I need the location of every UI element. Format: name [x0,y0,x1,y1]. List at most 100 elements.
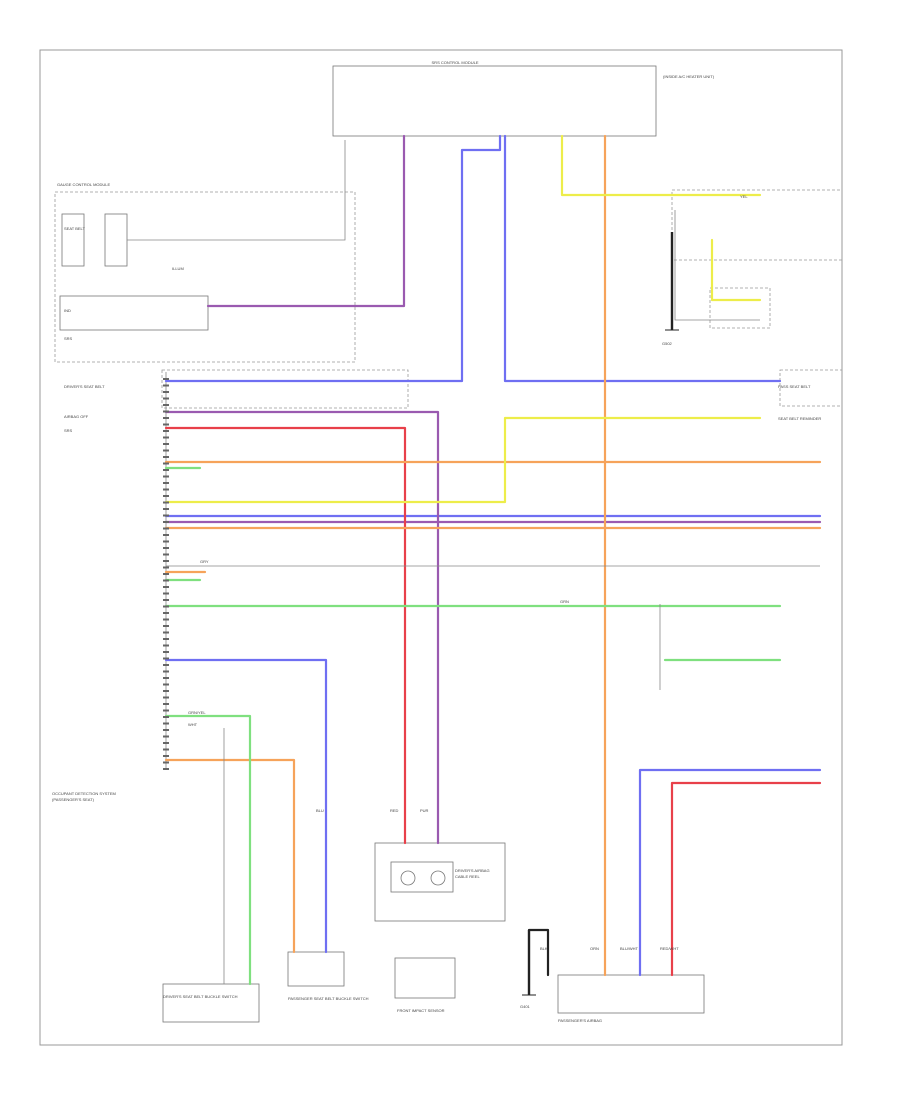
wire-gray-right [674,210,760,321]
srs-control-module-box [332,65,657,137]
connector-pin [163,482,169,484]
connector-pin [163,729,169,731]
connector-pin [163,696,169,699]
connector-pin [163,527,169,530]
label-gauge-srs: SRS [64,336,73,341]
main-module-note: (PASSENGER'S SEAT) [52,797,95,802]
connector-pin [163,443,169,445]
main-module-label: OCCUPANT DETECTION SYSTEM [52,791,116,796]
connector-pin [163,768,169,770]
wire-green-buckle [164,714,252,986]
wire-code-yel: YEL [740,194,748,199]
label-pass-seat-belt: PASS SEAT BELT [778,384,811,389]
connector-pin [163,618,169,621]
wire-blue-buckle [164,658,328,954]
connector-pin [163,664,169,666]
connector-pin [163,462,169,465]
connector-pin [163,651,169,653]
connector-pin [163,709,169,712]
connector-pin [163,430,169,432]
wire-yellow-mid [164,416,762,504]
connector-pin [163,586,169,588]
svg-text:G401: G401 [520,1004,531,1009]
wire-orange-buckle [164,758,296,954]
wire-code-blk: BLK [540,946,548,951]
passenger-buckle-box [287,951,345,987]
upper-connector-strip [161,369,409,409]
connector-pin [163,560,169,562]
connector-pin [163,488,169,491]
wire-code-grn-yel: GRN/YEL [188,710,206,715]
connector-pin [163,683,169,686]
passenger-airbag-title: PASSENGER'S AIRBAG [558,1018,602,1023]
connector-pin [163,735,169,738]
gauge-cluster-title: GAUGE CONTROL MODULE [57,182,111,187]
wire-code-orn: ORN [590,946,599,951]
connector-pin [163,521,169,523]
connector-pin [163,761,169,764]
wire-yellow-right [710,238,762,302]
label-seat-belt-reminder: SEAT BELT REMINDER [778,416,821,421]
connector-pin [163,501,169,504]
pin-marks [163,378,169,770]
front-impact-sensor-title: FRONT IMPACT SENSOR [397,1008,445,1013]
connector-pin [163,410,169,413]
connector-pin [163,547,169,549]
srs-control-module-title: SRS CONTROL MODULE [432,60,479,65]
connector-pin [163,456,169,458]
wire-code-red: RED [390,808,399,813]
wire-gray-gauge [127,140,346,241]
wire-code-blu-wht: BLU/WHT [620,946,639,951]
label-gauge-illum: ILLUM [172,266,184,271]
connector-pin [163,755,169,757]
driver-airbag-title: DRIVER'S AIRBAG [455,868,490,873]
wire-purple-airbag [164,410,440,845]
connector-pin [163,625,169,627]
srs-control-module-note: (INSIDE A/C HEATER UNIT) [663,74,715,79]
wire-code-wht: WHT [188,722,198,727]
diagram-frame [39,49,843,1046]
driver-buckle-box [162,983,260,1023]
label-srs: SRS [64,428,73,433]
driver-airbag-note: CABLE REEL [455,874,480,879]
connector-pin [163,716,169,718]
connector-pin [163,579,169,582]
connector-pin [163,378,169,380]
connector-pin [163,404,169,406]
connector-pin [163,540,169,543]
connector-pin [163,657,169,660]
connector-pin [163,742,169,744]
wire-blue-upper [164,134,502,383]
connector-pin [163,592,169,595]
connector-pin [163,508,169,510]
connector-pin [163,423,169,426]
label-driver-seat-belt: DRIVER'S SEAT BELT [64,384,105,389]
right-upper-connector [671,189,843,261]
wire-code-grn: GRN [560,599,569,604]
wire-purple-gauge [206,134,406,308]
right-mid-connector [779,369,843,407]
wire-code-pur: PUR [420,808,429,813]
ground-g401: G401 [520,930,536,1009]
airbag-squib-1 [400,870,416,886]
connector-pin [163,436,169,439]
connector-pin [163,534,169,536]
wire-black-ground [527,928,550,977]
connector-pin [163,677,169,679]
driver-airbag-inner [390,861,454,893]
wire-red-passenger [670,781,822,977]
gauge-lamp-block [59,295,209,331]
connector-pin [163,748,169,751]
connector-pin [163,573,169,575]
connector-pin [163,638,169,640]
gauge-indicator-left [61,213,85,267]
connector-pin [163,384,169,387]
connector-pin [163,566,169,569]
driver-airbag-box [374,842,506,922]
connector-pin [163,631,169,634]
connector-pin [163,449,169,452]
gauge-cluster-box [54,191,356,363]
label-airbag-off: AIRBAG OFF [64,414,89,419]
wire-blue-right [503,134,782,383]
